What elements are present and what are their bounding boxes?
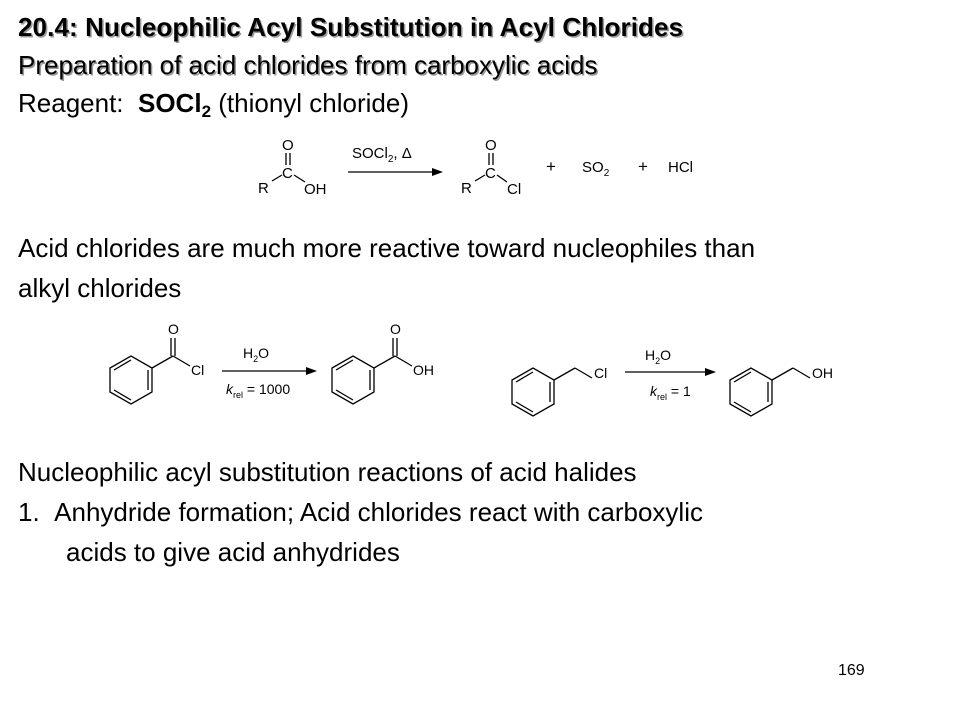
reagent-line: Reagent: SOCl2 (thionyl chloride): [18, 88, 409, 122]
scheme2-right-arrow: H2O krel = 1: [625, 347, 716, 402]
svg-text:R: R: [258, 180, 269, 197]
scheme2-left-arrow: H2O krel = 1000: [222, 345, 317, 400]
scheme1-arrow: SOCl2, Δ: [348, 145, 443, 176]
svg-text:OH: OH: [304, 181, 327, 198]
slide-subtitle: Preparation of acid chlorides from carbo…: [18, 50, 598, 80]
svg-text:Cl: Cl: [191, 362, 204, 378]
so2-byproduct: SO2: [582, 159, 610, 179]
svg-text:C: C: [485, 165, 496, 182]
list-item-1: 1. Anhydride formation; Acid chlorides r…: [18, 497, 703, 527]
hcl-byproduct: HCl: [668, 159, 693, 176]
svg-text:R: R: [461, 180, 472, 197]
svg-text:C: C: [282, 165, 293, 182]
svg-text:SOCl2, Δ: SOCl2, Δ: [352, 145, 412, 165]
reagent-label: Reagent:: [18, 88, 124, 118]
svg-text:krel = 1: krel = 1: [650, 383, 691, 402]
svg-text:H2O: H2O: [645, 347, 671, 366]
reagent-name: (thionyl chloride): [218, 88, 410, 118]
svg-text:krel = 1000: krel = 1000: [226, 381, 290, 400]
slide-title: 20.4: Nucleophilic Acyl Substitution in …: [18, 12, 684, 42]
svg-text:O: O: [282, 137, 294, 154]
plus-sign-2: +: [638, 157, 648, 176]
plus-sign-1: +: [546, 157, 556, 176]
svg-text:Cl: Cl: [507, 181, 521, 198]
svg-text:O: O: [390, 321, 401, 337]
svg-text:OH: OH: [812, 365, 833, 381]
reagent-formula: SOCl2: [137, 88, 212, 121]
svg-text:Cl: Cl: [594, 365, 607, 381]
svg-text:H2O: H2O: [243, 345, 269, 364]
svg-text:O: O: [485, 137, 497, 154]
list-number: 1.: [18, 497, 40, 527]
benzyl-alcohol: OH: [729, 365, 833, 417]
benzoic-acid: O OH: [331, 321, 434, 405]
benzyl-chloride: Cl: [511, 365, 607, 417]
paragraph-substitution-reactions: Nucleophilic acyl substitution reactions…: [18, 457, 637, 487]
benzoyl-chloride: O Cl: [109, 321, 204, 405]
svg-text:O: O: [168, 321, 179, 337]
paragraph-reactivity: Acid chlorides are much more reactive to…: [18, 233, 756, 303]
scheme1-reactant: O C R OH: [258, 137, 327, 198]
page-number: 169: [838, 662, 865, 679]
list-item-1-continuation: acids to give acid anhydrides: [66, 537, 400, 567]
svg-text:OH: OH: [413, 362, 434, 378]
scheme1-product: O C R Cl: [461, 137, 521, 198]
